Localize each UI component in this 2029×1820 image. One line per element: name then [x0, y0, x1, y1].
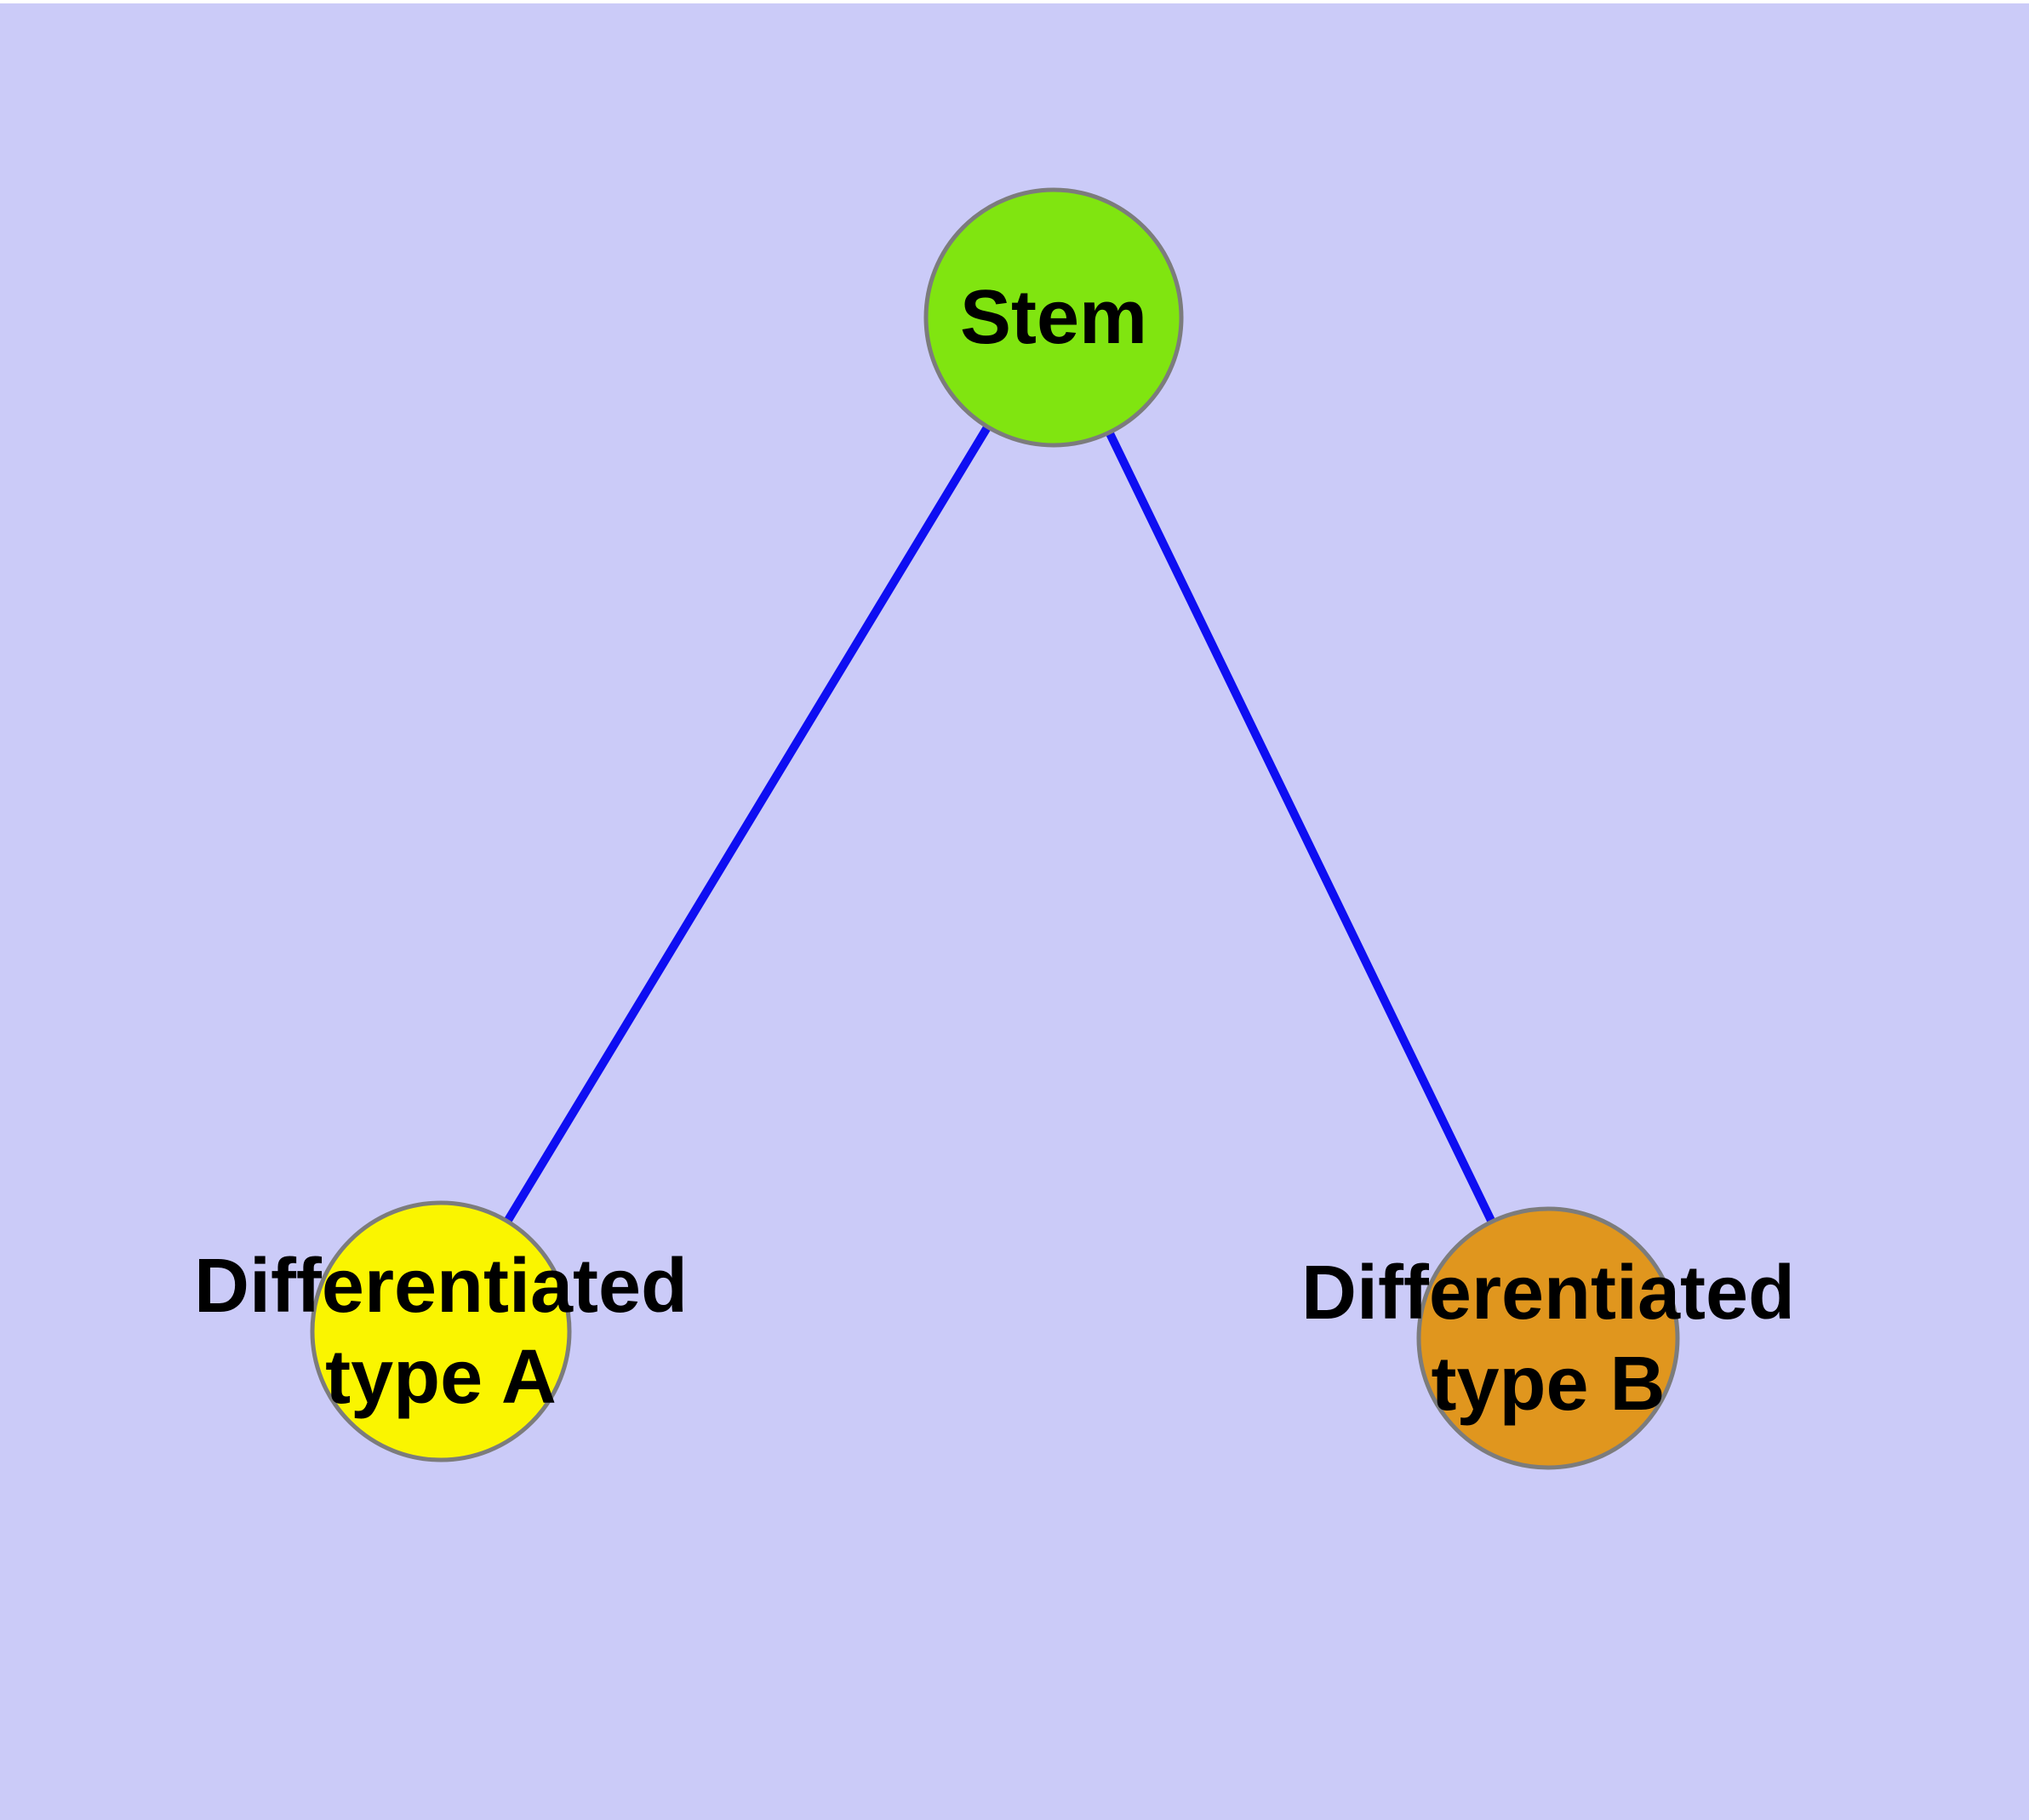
node-differentiated-type-b-circle: [1416, 1206, 1680, 1470]
node-differentiated-type-a: Differentiated type A: [194, 1200, 688, 1462]
node-stem-label: Stem: [960, 275, 1147, 360]
node-differentiated-type-b-label-line1: Differentiated: [1301, 1251, 1795, 1336]
edge-stem-to-type-b: [1049, 315, 1552, 1341]
node-differentiated-type-a-label-line2: type A: [325, 1335, 557, 1420]
edge-layer: [437, 315, 1552, 1341]
node-differentiated-type-a-circle: [310, 1200, 572, 1462]
node-differentiated-type-b: Differentiated type B: [1301, 1206, 1795, 1470]
node-differentiated-type-a-label-line1: Differentiated: [194, 1244, 688, 1329]
node-stem: Stem: [923, 187, 1184, 448]
node-stem-circle: [923, 187, 1184, 448]
node-differentiated-type-b-label-line2: type B: [1431, 1342, 1665, 1427]
edge-stem-to-type-a: [437, 315, 1058, 1334]
